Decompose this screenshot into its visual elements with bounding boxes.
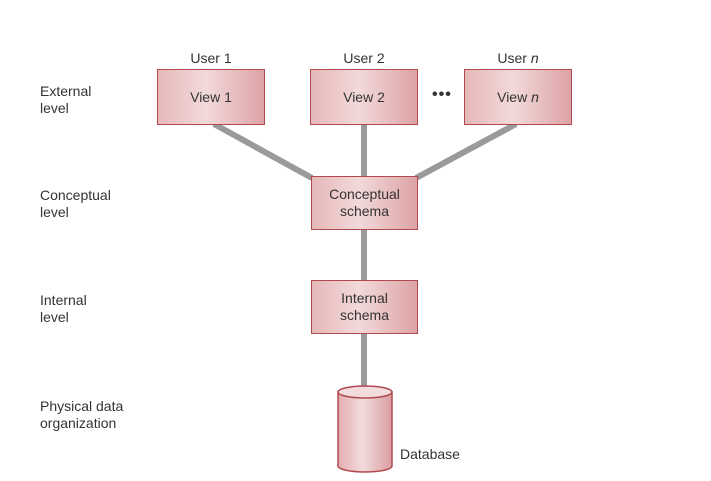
database-cylinder-icon: [337, 385, 393, 473]
physical-data-organization-label: Physical data organization: [40, 398, 124, 431]
external-level-label: External level: [40, 83, 92, 116]
internal-level-label: Internal level: [40, 292, 87, 325]
view-n-prefix: View: [497, 88, 528, 105]
conceptual-level-label: Conceptual level: [40, 187, 111, 220]
view-n-box: View n: [464, 69, 572, 125]
internal-schema-box: Internal schema: [311, 280, 418, 334]
user-1-label: User 1: [190, 50, 232, 66]
user-n-label: User n: [463, 50, 573, 66]
user-n-variable: n: [530, 50, 539, 66]
view-2-box: View 2: [310, 69, 418, 125]
user-n-prefix: User: [497, 50, 531, 66]
user-2-label: User 2: [343, 50, 385, 66]
conceptual-schema-box: Conceptual schema: [311, 176, 418, 230]
connector-view1-conceptual: [212, 121, 314, 181]
ellipsis: •••: [432, 86, 452, 103]
view-1-box: View 1: [157, 69, 265, 125]
view-n-variable: n: [531, 88, 539, 105]
database-label: Database: [400, 446, 460, 462]
connector-viewn-conceptual: [414, 121, 518, 181]
